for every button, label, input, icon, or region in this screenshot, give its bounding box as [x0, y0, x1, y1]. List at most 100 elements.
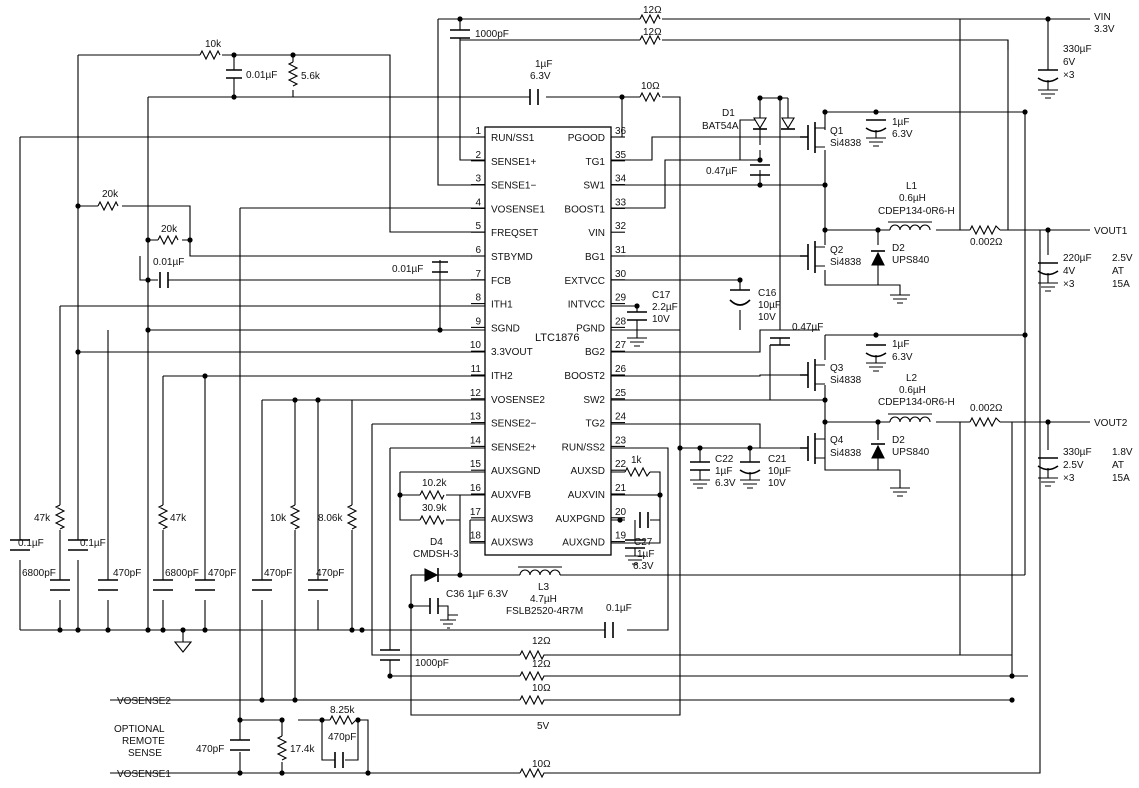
label-c1u: 1µF: [535, 59, 552, 70]
label-rs1: 0.002Ω: [970, 237, 1003, 248]
label-c01u-a: 0.1µF: [18, 538, 44, 549]
label-q1: Q1: [830, 126, 844, 137]
ic-pin-number: 24: [615, 412, 627, 423]
label-l1-val: 0.6µH: [899, 193, 926, 204]
label-vout1-i: 15A: [1112, 279, 1130, 290]
label-opt3: SENSE: [128, 748, 162, 759]
label-vosense2: VOSENSE2: [117, 696, 171, 707]
ic-pin-number: 15: [470, 459, 482, 470]
ic-pin-number: 16: [470, 483, 482, 494]
ic-pin-name: TG1: [586, 157, 606, 168]
label-c6800-b: 6800pF: [165, 568, 199, 579]
label-r12-top1: 12Ω: [643, 5, 662, 16]
ic-pin-number: 8: [475, 293, 481, 304]
ic-pin-name: FCB: [491, 276, 511, 287]
label-r309k: 30.9k: [422, 503, 447, 514]
label-r56k: 5.6k: [301, 71, 321, 82]
label-l3-part: FSLB2520-4R7M: [506, 606, 583, 617]
label-c330-top-v: 6V: [1063, 57, 1076, 68]
ic-pin-name: ITH1: [491, 300, 513, 311]
label-l3-val: 4.7µH: [530, 594, 557, 605]
label-r47k-b: 47k: [170, 513, 187, 524]
label-c470-f: 470pF: [328, 732, 356, 743]
label-r12-top2: 12Ω: [643, 27, 662, 38]
ic-pin-number: 1: [475, 126, 481, 137]
label-d2a-part: UPS840: [892, 255, 930, 266]
label-c21: C21: [768, 454, 787, 465]
ic-pin-number: 35: [615, 150, 627, 161]
ic-body: [484, 126, 612, 556]
ic-pin-number: 27: [615, 340, 627, 351]
label-vin: VIN: [1094, 12, 1111, 23]
ic-pin-name: BOOST2: [564, 371, 605, 382]
ic-pin-number: 2: [475, 150, 481, 161]
label-vosense1: VOSENSE1: [117, 769, 171, 780]
ic-pin-number: 32: [615, 221, 627, 232]
ic-pin-name: INTVCC: [568, 300, 605, 311]
ic-pin-name: SENSE1+: [491, 157, 536, 168]
ic-pin-name: SGND: [491, 323, 520, 334]
label-d1-part: BAT54A: [702, 121, 739, 132]
label-c330-top: 330µF: [1063, 44, 1092, 55]
ic-pin-number: 36: [615, 126, 627, 137]
label-q3-part: Si4838: [830, 375, 862, 386]
label-c330-b-v: 2.5V: [1063, 460, 1084, 471]
label-c27-val: 1µF: [637, 549, 654, 560]
label-vout1-at: AT: [1112, 266, 1124, 277]
ic-pin-name: AUXSD: [571, 466, 605, 477]
ic-pin-name: RUN/SS2: [562, 442, 606, 453]
label-c1u-q3-v: 6.3V: [892, 352, 913, 363]
label-c22-v: 6.3V: [715, 478, 736, 489]
label-r102k: 10.2k: [422, 478, 447, 489]
label-c21-v: 10V: [768, 478, 786, 489]
label-r12-b1: 12Ω: [532, 636, 551, 647]
ic-pin-number: 21: [615, 483, 627, 494]
ic-pin-name: BG2: [585, 347, 605, 358]
label-r20k-b: 20k: [161, 224, 178, 235]
label-c220-v: 4V: [1063, 266, 1076, 277]
label-d4-part: CMDSH-3: [413, 549, 459, 560]
label-c27-v: 6.3V: [633, 561, 654, 572]
label-vout2-v: 1.8V: [1112, 447, 1133, 458]
ic-pin-name: AUXVFB: [491, 490, 531, 501]
ic-pin-name: AUXVIN: [568, 490, 605, 501]
junction-dots: [57, 16, 1051, 776]
ic-pin-name: VIN: [588, 228, 605, 239]
label-c17: C17: [652, 290, 671, 301]
ic-pin-name: PGOOD: [568, 133, 605, 144]
resistors: [54, 13, 1001, 779]
label-c470-e: 470pF: [196, 744, 224, 755]
label-d2a: D2: [892, 243, 905, 254]
ic-pin-name: SW2: [583, 395, 605, 406]
label-q4-part: Si4838: [830, 448, 862, 459]
ic-pins: 1RUN/SS12SENSE1+3SENSE1−4VOSENSE15FREQSE…: [470, 126, 627, 549]
label-c047-1: 0.47µF: [706, 166, 737, 177]
label-r47k-a: 47k: [34, 513, 51, 524]
ic-pin-number: 5: [475, 221, 481, 232]
label-rs2: 0.002Ω: [970, 403, 1003, 414]
ic-pin-number: 7: [475, 269, 481, 280]
label-c1u-q3: 1µF: [892, 339, 909, 350]
label-c220: 220µF: [1063, 253, 1092, 264]
ic-pin-number: 14: [470, 435, 482, 446]
label-vout2: VOUT2: [1094, 418, 1128, 429]
ic-pin-number: 23: [615, 435, 627, 446]
label-r10k: 10k: [205, 39, 222, 50]
label-c001-b: 0.01µF: [153, 257, 184, 268]
label-c17-val: 2.2µF: [652, 302, 678, 313]
ic-pin-name: SENSE1−: [491, 181, 536, 192]
label-r10k-b: 10k: [270, 513, 287, 524]
label-r825k: 8.25k: [330, 705, 355, 716]
label-c330-top-n: ×3: [1063, 70, 1075, 81]
ic-pin-number: 22: [615, 459, 627, 470]
ic-pin-number: 12: [470, 388, 482, 399]
label-vout2-at: AT: [1112, 460, 1124, 471]
label-r10-b: 10Ω: [532, 683, 551, 694]
ic-pin-name: AUXSW3: [491, 538, 534, 549]
ic-name: LTC1876: [535, 332, 579, 344]
label-c1000-top: 1000pF: [475, 29, 509, 40]
label-v5: 5V: [537, 721, 550, 732]
ic-pin-number: 4: [475, 197, 481, 208]
label-d2b-part: UPS840: [892, 447, 930, 458]
label-c22: C22: [715, 454, 734, 465]
